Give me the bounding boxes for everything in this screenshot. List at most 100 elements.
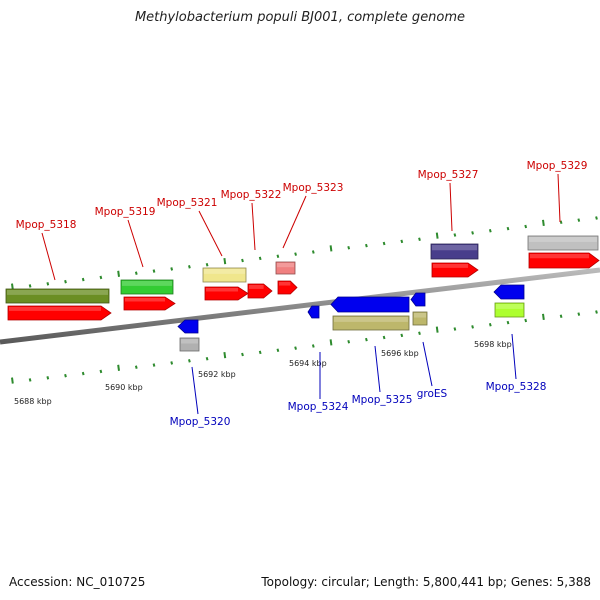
reverse-scale-ticks bbox=[11, 310, 598, 384]
scale-label: 5692 kbp bbox=[198, 370, 236, 379]
label-leader-line bbox=[191, 366, 199, 415]
gene-label: Mpop_5327 bbox=[418, 169, 479, 181]
genome-backbone bbox=[0, 267, 600, 345]
forward-scale-ticks bbox=[11, 216, 598, 290]
accession-text: Accession: NC_010725 bbox=[9, 575, 146, 589]
scale-tick bbox=[99, 369, 103, 374]
cds-highlight bbox=[249, 285, 264, 289]
scale-tick bbox=[559, 220, 563, 224]
scale-tick bbox=[241, 352, 244, 357]
feature-bar-highlight bbox=[181, 339, 198, 344]
gene-label: Mpop_5323 bbox=[283, 182, 344, 194]
cds-arrow bbox=[410, 292, 426, 307]
cds-highlight bbox=[433, 264, 468, 268]
scale-label: 5696 kbp bbox=[381, 349, 419, 358]
scale-tick bbox=[365, 243, 368, 248]
scale-tick bbox=[152, 363, 156, 367]
feature-bar-highlight bbox=[204, 269, 245, 274]
scale-tick bbox=[347, 339, 351, 344]
scale-tick bbox=[294, 346, 297, 350]
scale-tick bbox=[46, 282, 50, 286]
label-leader-line bbox=[198, 210, 223, 257]
scale-tick bbox=[329, 245, 333, 252]
scale-label: 5698 kbp bbox=[474, 340, 512, 349]
scale-label: 5694 kbp bbox=[289, 359, 327, 368]
scale-tick bbox=[11, 283, 14, 290]
scale-tick bbox=[382, 335, 386, 340]
scale-tick bbox=[170, 361, 174, 365]
cds-arrow bbox=[330, 296, 410, 313]
scale-tick bbox=[471, 231, 474, 235]
map-title: Methylobacterium populi BJ001, complete … bbox=[134, 10, 466, 25]
scale-tick bbox=[134, 271, 138, 275]
scale-tick bbox=[559, 314, 563, 318]
scale-tick bbox=[241, 258, 244, 263]
scale-tick bbox=[542, 313, 545, 320]
gene-label: Mpop_5322 bbox=[221, 189, 282, 201]
scale-tick bbox=[382, 241, 386, 246]
scale-tick bbox=[64, 373, 67, 378]
gene-label: Mpop_5318 bbox=[16, 219, 77, 231]
scale-tick bbox=[488, 228, 492, 233]
cds-arrow bbox=[493, 284, 525, 300]
scale-tick bbox=[276, 348, 280, 352]
label-leader-line bbox=[511, 333, 517, 380]
scale-tick bbox=[117, 364, 120, 371]
cds-arrow bbox=[307, 305, 320, 319]
scale-tick bbox=[311, 344, 315, 348]
cds-highlight bbox=[279, 282, 291, 286]
label-leader-line bbox=[557, 173, 561, 223]
scale-tick bbox=[294, 252, 297, 256]
feature-bar-highlight bbox=[414, 313, 426, 318]
scale-tick bbox=[117, 270, 120, 277]
scale-tick bbox=[488, 322, 492, 327]
gene-features bbox=[5, 235, 600, 352]
scale-tick bbox=[435, 232, 439, 239]
scale-tick bbox=[258, 350, 262, 355]
label-leader-line bbox=[449, 182, 453, 232]
gene-label: Mpop_5325 bbox=[352, 394, 413, 406]
scale-tick bbox=[188, 359, 191, 363]
scale-tick bbox=[223, 351, 227, 359]
cds-highlight bbox=[9, 307, 101, 311]
scale-tick bbox=[471, 325, 474, 329]
scale-tick bbox=[577, 312, 581, 316]
scale-tick bbox=[28, 378, 32, 382]
scale-tick bbox=[506, 320, 510, 325]
genome-summary-text: Topology: circular; Length: 5,800,441 bp… bbox=[261, 575, 591, 589]
scale-tick bbox=[542, 219, 545, 226]
scale-tick bbox=[81, 277, 85, 282]
scale-tick bbox=[453, 327, 457, 331]
gene-label: Mpop_5321 bbox=[157, 197, 218, 209]
gene-label: Mpop_5328 bbox=[486, 381, 547, 393]
scale-tick bbox=[595, 216, 598, 220]
scale-tick bbox=[524, 224, 528, 229]
scale-label: 5688 kbp bbox=[14, 397, 52, 406]
cds-highlight bbox=[206, 288, 238, 292]
feature-bar-highlight bbox=[529, 237, 597, 242]
scale-tick bbox=[400, 333, 404, 338]
label-leader-line bbox=[41, 232, 56, 281]
gene-labels: Mpop_5318Mpop_5319Mpop_5321Mpop_5322Mpop… bbox=[16, 160, 588, 428]
scale-tick bbox=[11, 377, 14, 384]
scale-tick bbox=[134, 365, 138, 369]
scale-tick bbox=[400, 239, 404, 244]
scale-tick bbox=[347, 245, 351, 250]
scale-tick bbox=[223, 257, 227, 265]
scale-tick bbox=[418, 237, 421, 241]
label-leader-line bbox=[374, 345, 381, 393]
scale-tick bbox=[577, 218, 581, 222]
scale-tick bbox=[46, 376, 50, 380]
scale-tick bbox=[276, 254, 280, 258]
label-leader-line bbox=[282, 195, 307, 249]
gene-label: Mpop_5320 bbox=[170, 416, 231, 428]
scale-tick bbox=[205, 262, 209, 267]
scale-label: 5690 kbp bbox=[105, 383, 143, 392]
scale-tick bbox=[453, 233, 457, 237]
feature-bar-highlight bbox=[122, 281, 172, 286]
feature-bar-highlight bbox=[277, 263, 294, 268]
gene-label: Mpop_5329 bbox=[527, 160, 588, 172]
scale-tick bbox=[311, 250, 315, 254]
scale-tick bbox=[152, 269, 156, 273]
scale-tick bbox=[435, 326, 439, 333]
